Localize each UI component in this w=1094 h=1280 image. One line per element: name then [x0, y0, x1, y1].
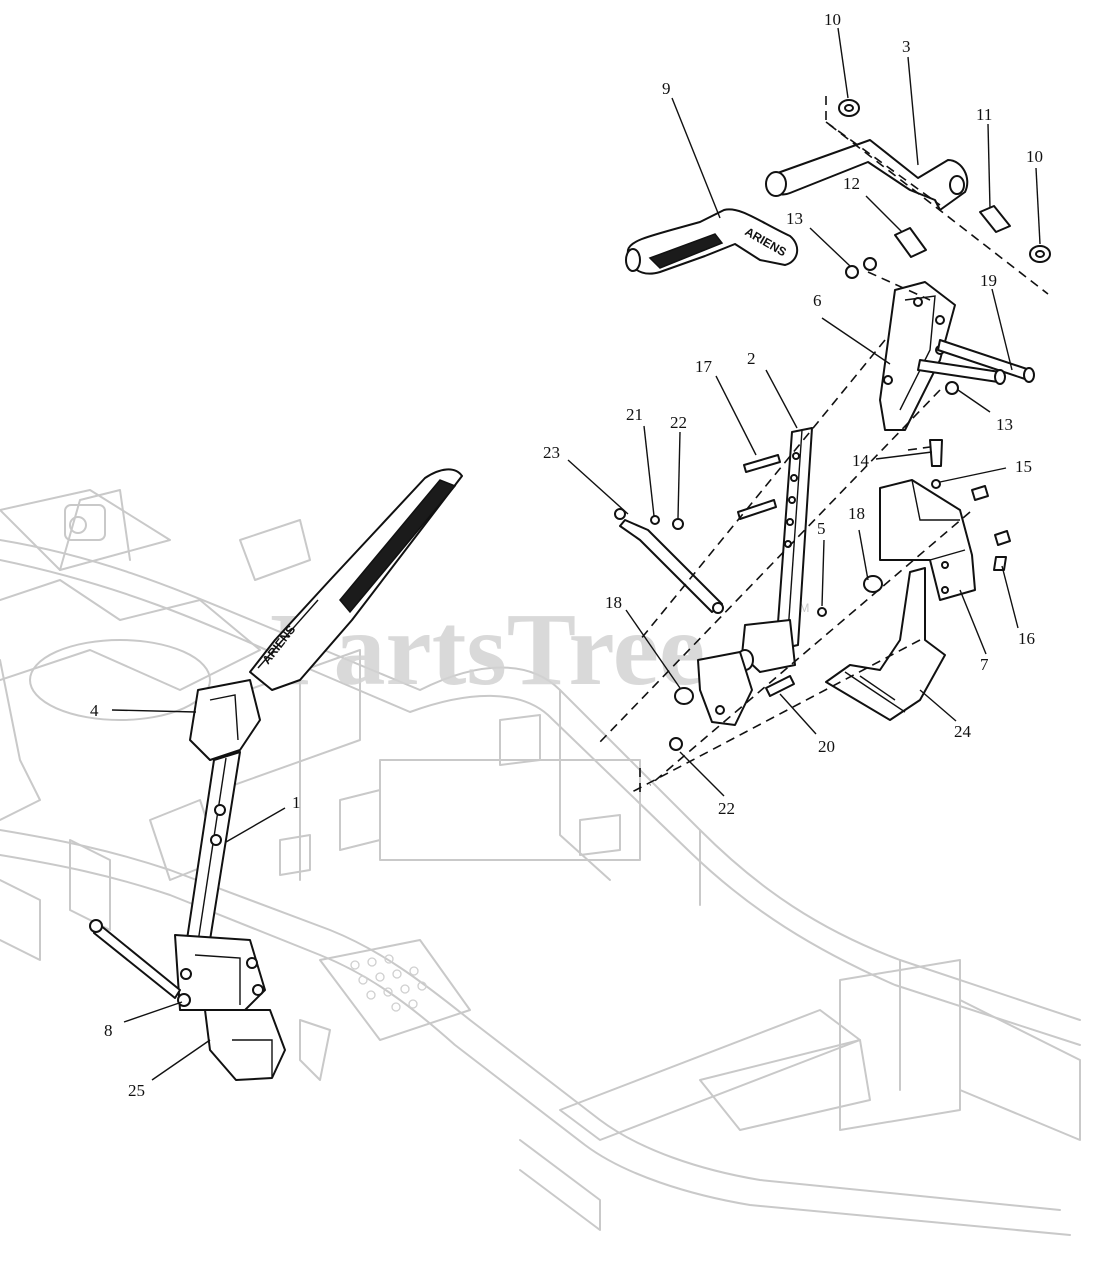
part-handle-grip: ARIENS [625, 208, 799, 275]
part-lower-bracket [825, 567, 946, 721]
callout-18-right: 18 [848, 504, 865, 523]
callout-13-lower: 13 [996, 415, 1013, 434]
footplate-holes [350, 954, 427, 1012]
callout-15: 15 [1015, 457, 1032, 476]
callout-24: 24 [954, 722, 972, 741]
callout-1: 1 [292, 793, 301, 812]
callout-numbers: 10 3 9 11 10 12 13 19 6 17 2 13 21 22 23… [90, 10, 1043, 1100]
part-bolt-20 [765, 675, 795, 697]
callout-10-top: 10 [824, 10, 841, 29]
callout-9: 9 [662, 79, 671, 98]
callout-14: 14 [852, 451, 870, 470]
callout-17: 17 [695, 357, 713, 376]
part-pivot-bracket [879, 281, 956, 431]
callout-25: 25 [128, 1081, 145, 1100]
part-spacer-11 [979, 205, 1011, 233]
callout-6: 6 [813, 291, 822, 310]
part-nut-22b [669, 737, 683, 751]
assembled-control-arm: ARIENS [89, 468, 463, 1081]
part-nut-22a [672, 518, 684, 530]
callout-22-upper: 22 [670, 413, 687, 432]
assembly-guide-lines [599, 96, 1049, 793]
part-bolt-17a [743, 454, 781, 473]
callout-3: 3 [902, 37, 911, 56]
part-pivot-shaft [765, 139, 969, 211]
callout-12: 12 [843, 174, 860, 193]
callout-18-left: 18 [605, 593, 622, 612]
callout-11: 11 [976, 105, 992, 124]
callout-leaders [111, 27, 1041, 1081]
callout-2: 2 [747, 349, 756, 368]
mower-frame [0, 489, 1081, 1236]
callout-8: 8 [104, 1021, 113, 1040]
part-bushing-18a [674, 687, 694, 705]
callout-22-lower: 22 [718, 799, 735, 818]
callout-23: 23 [543, 443, 560, 462]
part-gas-spring [614, 508, 724, 614]
callout-4: 4 [90, 701, 99, 720]
part-nut-13a [845, 265, 859, 279]
part-lever-arm [697, 427, 813, 726]
callout-20: 20 [818, 737, 835, 756]
callout-21: 21 [626, 405, 643, 424]
part-mounting-bracket [879, 479, 976, 601]
part-bushing-18b [863, 575, 883, 593]
part-washer-21 [650, 515, 660, 525]
part-spacer-12 [894, 227, 927, 258]
callout-19: 19 [980, 271, 997, 290]
part-washer-5 [817, 607, 827, 617]
callout-5: 5 [817, 519, 826, 538]
callout-10-right: 10 [1026, 147, 1043, 166]
part-nut-15 [931, 479, 941, 489]
callout-7: 7 [980, 655, 989, 674]
part-bolt-17b [737, 499, 777, 520]
part-bolt-14 [929, 439, 943, 467]
callout-13-upper: 13 [786, 209, 803, 228]
callout-16: 16 [1018, 629, 1035, 648]
part-nut-13b [945, 381, 959, 395]
part-screw-16 [993, 556, 1007, 571]
